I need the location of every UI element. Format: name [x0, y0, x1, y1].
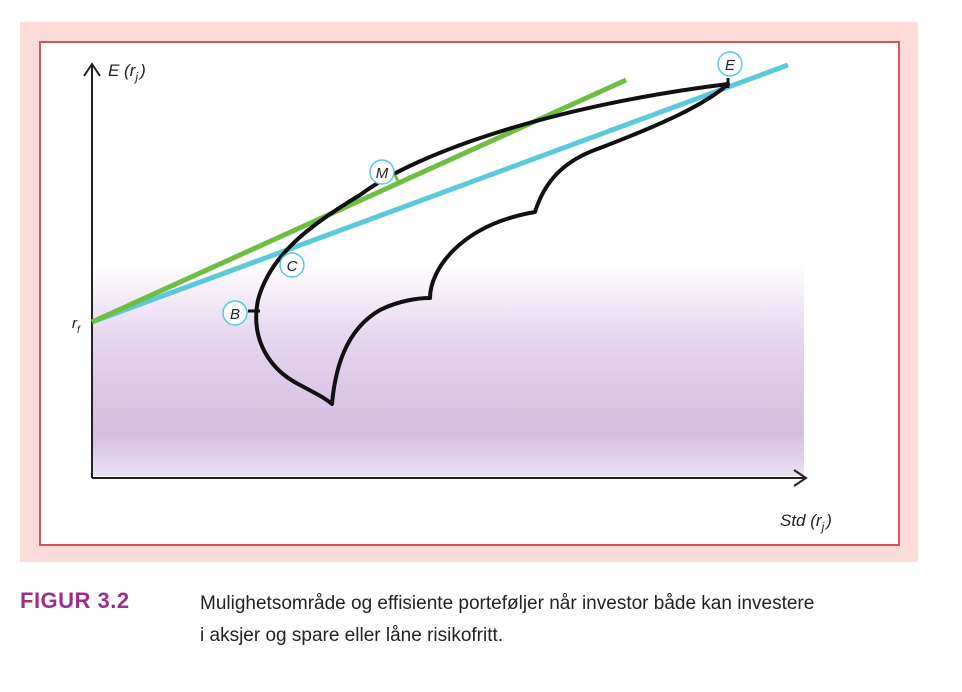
point-c: C [279, 252, 305, 278]
caption-line-1: Mulighetsområde og effisiente portefølje… [200, 593, 815, 614]
svg-text:E: E [725, 57, 736, 74]
shaded-region [92, 262, 804, 476]
x-axis-arrow [793, 469, 808, 487]
x-axis-label: Std (rj) [780, 511, 832, 534]
y-axis-label: E (rj) [108, 61, 146, 84]
feasible-set-curve [254, 82, 730, 406]
svg-text:C: C [287, 258, 298, 275]
blue-line [91, 62, 789, 325]
caption-line-2: i aksjer og spare eller låne risikofritt… [200, 625, 504, 646]
svg-text:B: B [230, 306, 240, 323]
svg-text:M: M [376, 165, 389, 182]
y-axis-arrow [83, 62, 101, 77]
point-e: E [717, 51, 743, 77]
point-m: M [369, 159, 395, 185]
rf-label: rf [72, 315, 81, 336]
figure-number: FIGUR 3.2 [20, 588, 130, 613]
figure-frame: E (rj) Std (rj) rf E M C B [20, 22, 918, 562]
point-b: B [222, 300, 248, 326]
caption-text: Mulighetsområde og effisiente portefølje… [200, 588, 940, 652]
m-tick [393, 174, 402, 186]
